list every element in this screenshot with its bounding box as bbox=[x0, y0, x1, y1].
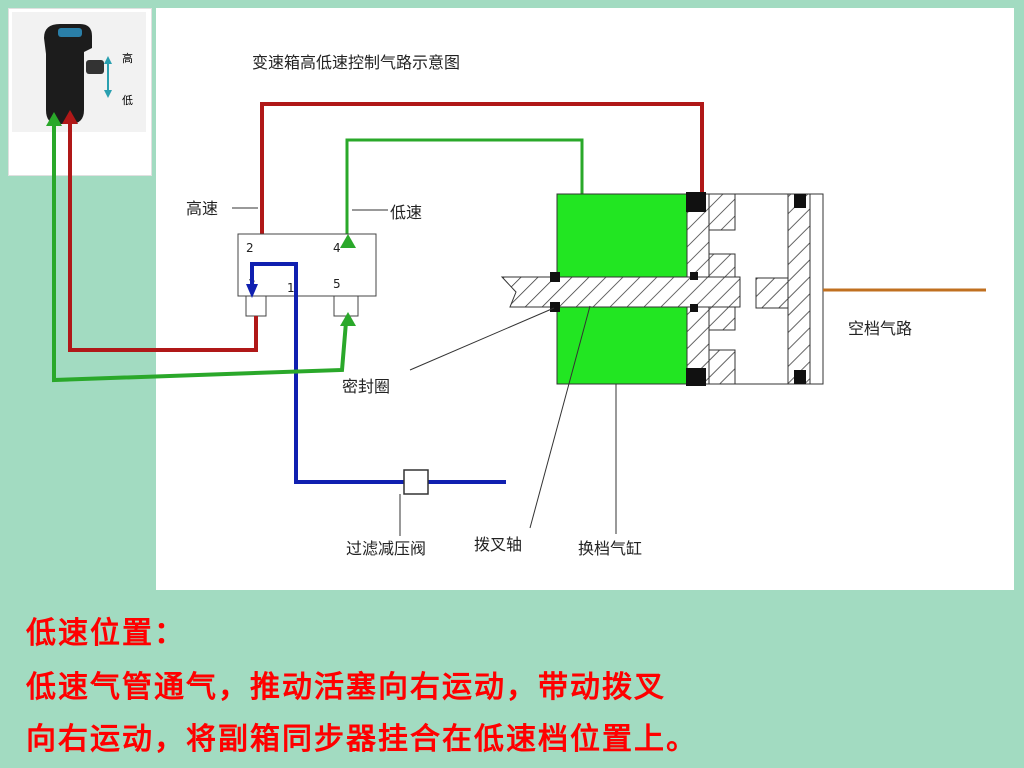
low-speed-air-line bbox=[345, 138, 584, 234]
caption-line-2: 向右运动，将副箱同步器挂合在低速档位置上。 bbox=[26, 722, 698, 757]
gear-knob bbox=[12, 12, 146, 132]
seal-bottom-right bbox=[794, 370, 806, 384]
high-speed-air-line bbox=[260, 102, 704, 234]
caption-title: 低速位置： bbox=[26, 616, 186, 651]
seal-ring-label: 密封圈 bbox=[342, 377, 390, 396]
filter-pressure-reducing-valve bbox=[403, 469, 429, 495]
cylinder-wall-bottom bbox=[708, 349, 736, 385]
piston-seal-bottom bbox=[690, 304, 698, 312]
knob-high-supply-line bbox=[68, 118, 258, 352]
fork-shaft-leader bbox=[529, 305, 591, 529]
low-speed-label: 低速 bbox=[390, 203, 422, 222]
port-4-arrow bbox=[340, 234, 356, 248]
port-2-label: 2 bbox=[246, 241, 254, 255]
neutral-piston-hub bbox=[755, 277, 789, 309]
filter-valve-label: 过滤减压阀 bbox=[346, 539, 426, 558]
seal-ring-leader bbox=[409, 307, 555, 371]
port-1-label: 1 bbox=[287, 281, 295, 295]
seal-top-left bbox=[686, 192, 706, 212]
shaft-seal-top bbox=[550, 272, 560, 282]
exhaust-air-line bbox=[250, 262, 410, 484]
fork-shaft-label: 拨叉轴 bbox=[474, 535, 522, 554]
knob-low-arrow bbox=[46, 112, 62, 126]
seal-top-right bbox=[794, 194, 806, 208]
port-5-arrow bbox=[340, 312, 356, 326]
caption-line-1: 低速气管通气，推动活塞向右运动，带动拨叉 bbox=[26, 670, 666, 705]
shift-cylinder-label: 换档气缸 bbox=[578, 539, 642, 558]
neutral-piston bbox=[787, 193, 811, 385]
diagram-title: 变速箱高低速控制气路示意图 bbox=[252, 53, 460, 72]
shaft-seal-bottom bbox=[550, 302, 560, 312]
port-4-label: 4 bbox=[333, 241, 341, 255]
neutral-air-label: 空档气路 bbox=[848, 319, 912, 338]
valve-port-3-stub bbox=[245, 295, 267, 317]
knob-low-label: 低 bbox=[122, 94, 133, 107]
valve-port-5-stub bbox=[333, 295, 359, 317]
piston-seal-top bbox=[690, 272, 698, 280]
exhaust-arrow bbox=[246, 284, 258, 298]
knob-high-label: 高 bbox=[122, 51, 133, 65]
port-5-label: 5 bbox=[333, 277, 341, 291]
fork-shaft bbox=[500, 276, 741, 308]
cylinder-wall-top bbox=[708, 193, 736, 231]
knob-high-arrow bbox=[62, 110, 78, 124]
seal-bottom-left bbox=[686, 368, 706, 386]
high-speed-label: 高速 bbox=[186, 199, 218, 218]
knob-low-supply-line bbox=[52, 120, 348, 383]
